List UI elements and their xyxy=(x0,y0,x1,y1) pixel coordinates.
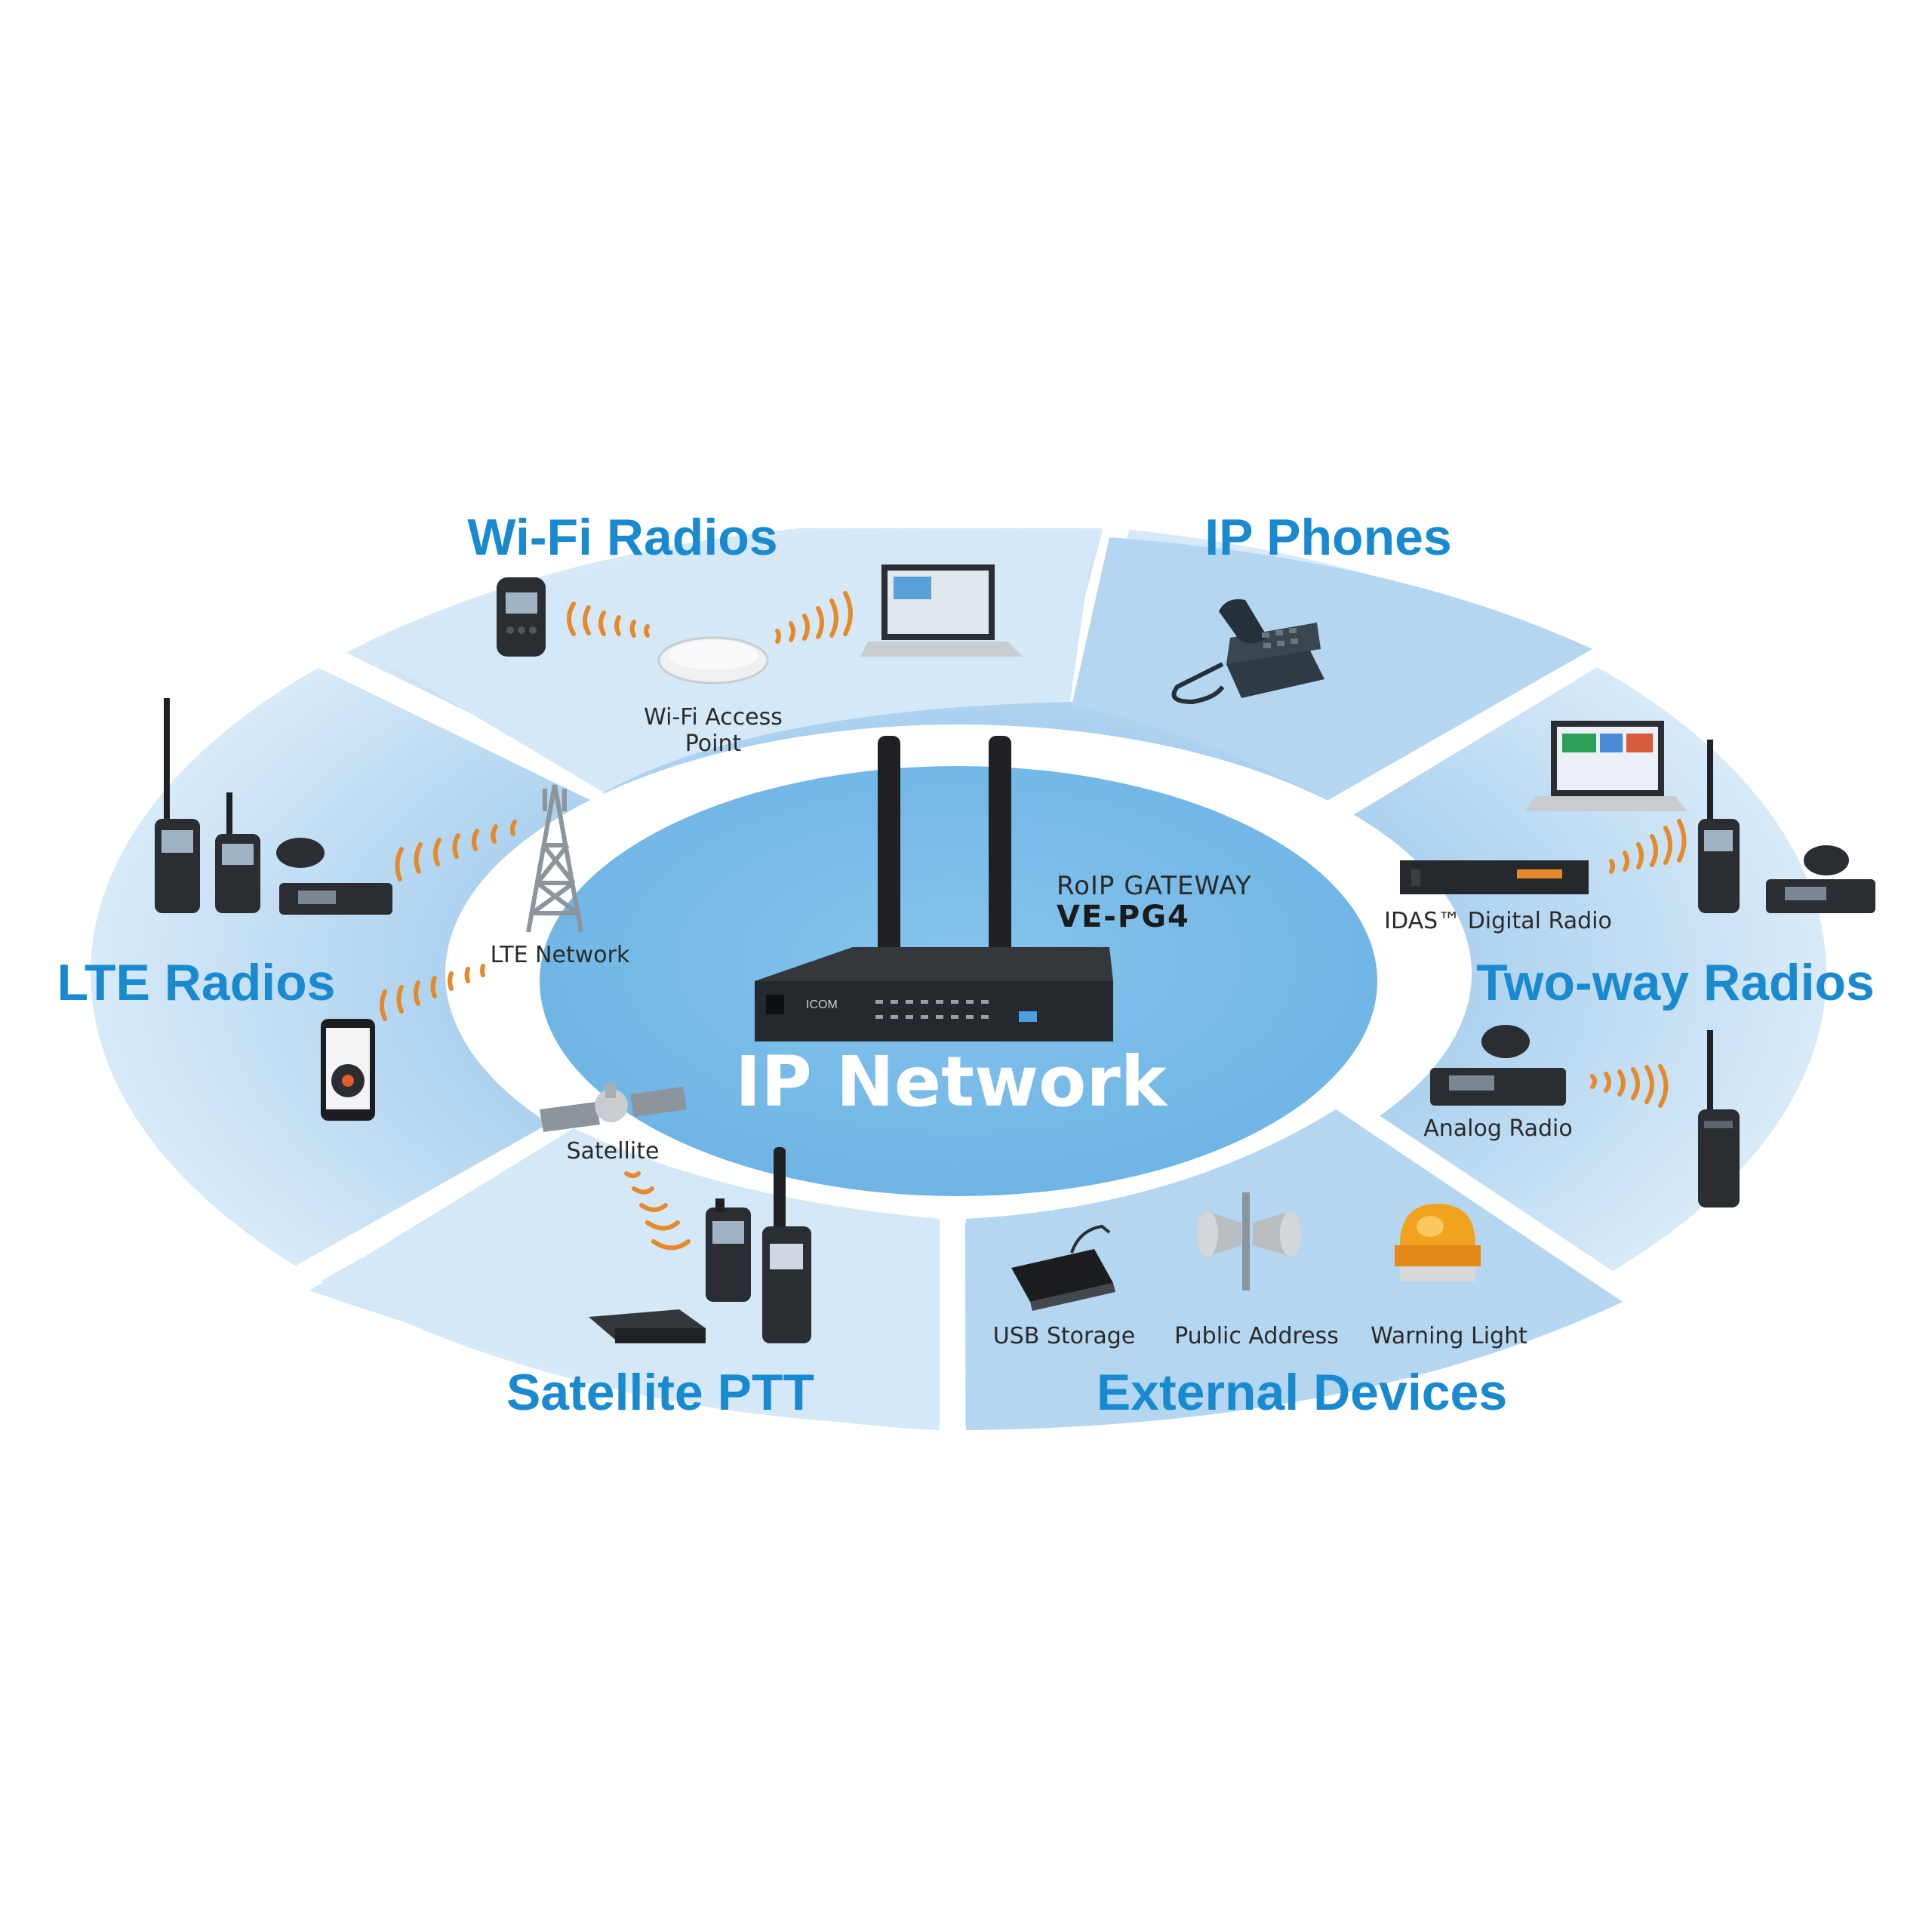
two-way-mobile-top xyxy=(1766,845,1875,913)
wifi-radios-title: Wi-Fi Radios xyxy=(467,509,777,566)
two-way-handheld-bottom xyxy=(1698,1030,1740,1208)
lte-waves-bottom xyxy=(380,964,485,1021)
lte-tower xyxy=(526,784,583,933)
two-way-handheld-top xyxy=(1698,740,1740,913)
usb-storage xyxy=(1011,1224,1115,1311)
wifi-access-point-label-2: Point xyxy=(685,731,742,757)
bottom-mask xyxy=(0,1430,1932,1932)
separator-upper-right xyxy=(1321,630,1622,826)
lte-radios-title: LTE Radios xyxy=(57,954,336,1011)
satellite-ptt-handheld-2 xyxy=(762,1147,811,1343)
lte-mobile-radio xyxy=(276,838,392,915)
two-way-waves-top xyxy=(1609,819,1687,874)
satellite-ptt-title: Satellite PTT xyxy=(506,1364,814,1421)
wifi-waves-left xyxy=(567,601,650,638)
gateway-label: RoIP GATEWAY xyxy=(1057,871,1252,901)
gateway-front xyxy=(755,981,1113,1041)
ring-separators xyxy=(257,494,1638,1449)
external-sector-fill xyxy=(966,1109,1623,1430)
wifi-access-point xyxy=(657,636,769,685)
lte-radio-handheld-1 xyxy=(155,698,200,913)
wifi-radio-handheld xyxy=(497,577,546,657)
gateway-brand: ICOM xyxy=(806,998,838,1011)
idas-digital-radio-label: IDAS™ Digital Radio xyxy=(1384,908,1612,934)
roip-gateway: ICOM xyxy=(755,736,1113,1041)
gateway-usb-port xyxy=(1019,1011,1037,1022)
public-address-label: Public Address xyxy=(1174,1323,1339,1349)
wifi-laptop xyxy=(860,565,1023,657)
lte-waves-top xyxy=(395,820,517,881)
satellite-device xyxy=(540,1083,687,1132)
two-way-laptop xyxy=(1524,721,1687,811)
wifi-access-point-label-1: Wi-Fi Access xyxy=(644,704,783,731)
satellite-waves xyxy=(624,1171,691,1251)
top-mask xyxy=(0,0,1932,528)
warning-light-label: Warning Light xyxy=(1371,1323,1527,1349)
satellite-label: Satellite xyxy=(567,1138,660,1164)
external-devices-title: External Devices xyxy=(1097,1364,1507,1421)
gateway-antenna-left xyxy=(878,736,900,970)
two-way-waves-bottom xyxy=(1590,1064,1669,1108)
satellite-ptt-mobile xyxy=(589,1309,706,1343)
lte-smartphone xyxy=(321,1019,375,1121)
separator-lower-left xyxy=(257,1113,580,1309)
analog-mobile-radio xyxy=(1430,1025,1566,1106)
ipphones-sector-fill xyxy=(1072,537,1592,800)
gateway-leds xyxy=(875,1000,989,1019)
gateway-antenna-right xyxy=(989,736,1011,970)
gateway-model: VE-PG4 xyxy=(1057,900,1190,934)
satellite-ptt-handheld-1 xyxy=(706,1198,751,1302)
idas-digital-radio xyxy=(1400,860,1589,894)
warning-light xyxy=(1395,1204,1481,1281)
ip-phones-title: IP Phones xyxy=(1204,509,1452,566)
ip-network-title: IP Network xyxy=(735,1041,1168,1122)
public-address-speakers xyxy=(1197,1192,1301,1291)
analog-radio-label: Analog Radio xyxy=(1423,1115,1573,1142)
lte-network-label: LTE Network xyxy=(491,942,630,968)
gateway-port xyxy=(766,995,784,1014)
separator-lower-right xyxy=(1328,1091,1638,1309)
two-way-radios-title: Two-way Radios xyxy=(1476,954,1875,1011)
separator-upper-left xyxy=(303,637,610,804)
lte-radio-handheld-2 xyxy=(215,792,260,913)
usb-storage-label: USB Storage xyxy=(993,1323,1136,1349)
ip-phone xyxy=(1171,599,1324,705)
wifi-waves-right xyxy=(775,591,853,644)
gateway-top xyxy=(755,947,1113,981)
